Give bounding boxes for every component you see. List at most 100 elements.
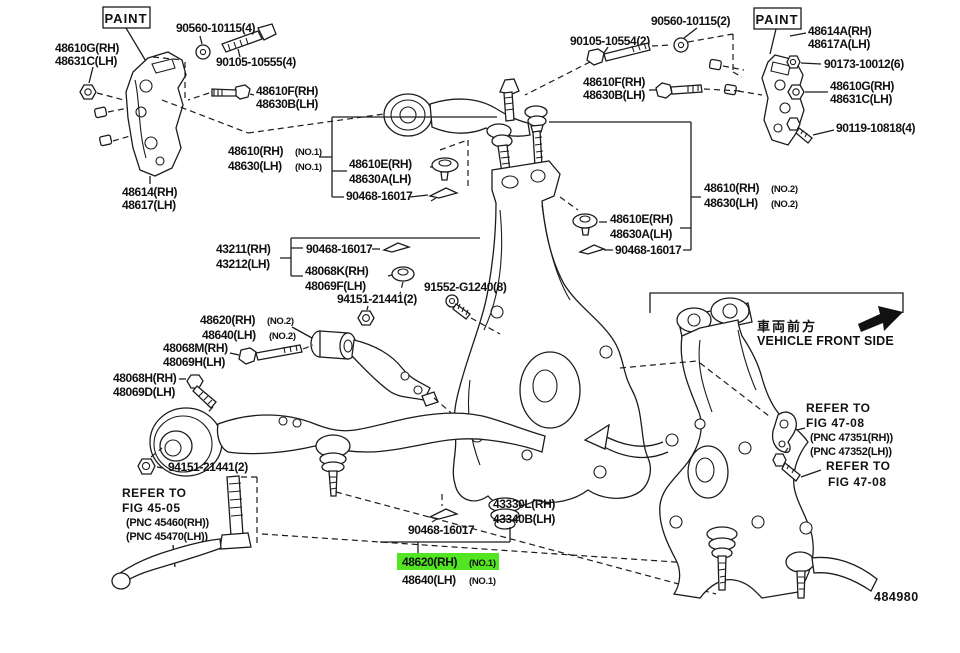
bolt-90105-right [586, 42, 672, 66]
cam-center-dash [439, 140, 469, 188]
refer47a-line2: FIG 47-08 [806, 416, 865, 430]
label-48610f-left-1: 48610F(RH) [256, 84, 318, 98]
label-91552: 91552-G1240(8) [424, 280, 507, 294]
refer47a-line3: (PNC 47351(RH)) [810, 432, 894, 444]
label-48620-no1-2s: (NO.1) [469, 576, 496, 587]
refer45-line4: (PNC 45470(LH)) [126, 531, 208, 543]
highlight-rect [397, 553, 499, 570]
label-90105-left: 90105-10555(4) [216, 55, 296, 69]
label-48610g-right-1: 48610G(RH) [830, 79, 894, 93]
steering-knuckle-main [452, 160, 651, 530]
label-90468-a: 90468-16017 [346, 189, 413, 203]
label-90560-right: 90560-10115(2) [651, 14, 731, 28]
label-48610-no1-2s: (NO.1) [295, 162, 322, 173]
leader-90105-right-to-arm [524, 61, 591, 96]
bolt-90105-left [221, 23, 277, 58]
label-48614a-2: 48617A(LH) [808, 37, 870, 51]
label-48610-no1-2: 48630(LH) [228, 159, 282, 173]
refer45-line2: FIG 45-05 [122, 501, 181, 515]
refer47b-line2: FIG 47-08 [828, 475, 887, 489]
leader-washer-right [687, 33, 743, 78]
label-48614-2: 48617(LH) [122, 198, 176, 212]
clamp-47351 [619, 360, 806, 454]
cam-washer-center [431, 157, 459, 181]
bolt-48068m-shape [229, 344, 314, 365]
label-90119: 90119-10818(4) [836, 121, 916, 135]
clips-left [93, 106, 131, 147]
label-48620-no1-2: 48640(LH) [402, 573, 456, 587]
label-48614a-1: 48614A(RH) [808, 24, 872, 38]
label-48068h-1: 48068H(RH) [113, 371, 177, 385]
label-48610g-right-2: 48631C(LH) [830, 92, 892, 106]
label-48610-no2-1: 48610(RH) [704, 181, 759, 195]
vehicle-front-en: VEHICLE FRONT SIDE [757, 334, 894, 348]
label-48610e-center-1: 48610E(RH) [349, 157, 412, 171]
label-48620-no2-1: 48620(RH) [200, 313, 255, 327]
refer45-line1: REFER TO [122, 486, 186, 500]
bolt-90119-shape [786, 117, 835, 144]
leader-bracket-left-a [152, 56, 184, 61]
bracket-48614-left [125, 51, 187, 177]
bolt-47-08 [772, 447, 822, 482]
highlighted-part-label: 48620(RH) (NO.1) 48640(LH) (NO.1) [397, 553, 499, 587]
vehicle-front-jp: 車両前方 [757, 319, 817, 334]
refer47a-line1: REFER TO [806, 401, 870, 415]
compression-arm-no2 [291, 326, 465, 425]
label-90105-right: 90105-10554(2) [570, 34, 650, 48]
cam-washer-right [572, 213, 598, 236]
tie-rod-end-left [111, 475, 258, 590]
label-48610g-left-2: 48631C(LH) [55, 54, 117, 68]
washer-48068k-shape [391, 266, 415, 295]
label-90468-d: 90468-16017 [408, 523, 475, 537]
label-90468-b: 90468-16017 [615, 243, 682, 257]
label-48610f-left-2: 48630B(LH) [256, 97, 318, 111]
reference-arrow [583, 423, 669, 459]
label-48620-no1-1: 48620(RH) [402, 555, 457, 569]
figure-code: 484980 [874, 590, 919, 604]
refer47a-line4: (PNC 47352(LH)) [810, 446, 892, 458]
label-48620-no2-2s: (NO.2) [269, 331, 296, 342]
upper-arm-ball-stud-a [486, 123, 513, 174]
label-90560-left: 90560-10115(4) [176, 21, 256, 35]
refer47b-line1: REFER TO [826, 459, 890, 473]
nut-94151-b-shape [137, 447, 164, 475]
steering-knuckle-reference [659, 297, 878, 599]
label-48610e-center-2: 48630A(LH) [349, 172, 411, 186]
label-48610-no1-1s: (NO.1) [295, 147, 322, 158]
washer-90560-left [195, 35, 211, 60]
label-48068m-2: 48069H(LH) [163, 355, 225, 369]
label-90173: 90173-10012(6) [824, 57, 904, 71]
bracket-lines-bottom [380, 494, 511, 553]
paint-label-left: PAINT [104, 11, 147, 26]
paint-callout-right: PAINT [753, 7, 802, 55]
label-48610-no2-2: 48630(LH) [704, 196, 758, 210]
refer45-line3: (PNC 45460(RH)) [126, 517, 210, 529]
label-48620-no1-1s: (NO.1) [469, 558, 496, 569]
clip-d-shape [428, 508, 459, 523]
vehicle-front-arrow [858, 306, 903, 332]
label-48620-no2-1s: (NO.2) [267, 316, 294, 327]
clip-c-shape [382, 242, 412, 253]
label-48610-no2-2s: (NO.2) [771, 199, 798, 210]
label-43211-2: 43212(LH) [216, 257, 270, 271]
label-48620-no2-2: 48640(LH) [202, 328, 256, 342]
label-94151-a: 94151-21441(2) [337, 292, 417, 306]
leader-bracket-left-c [161, 99, 249, 134]
label-43330l-1: 43330L(RH) [493, 497, 555, 511]
label-48068h-2: 48069D(LH) [113, 385, 175, 399]
bracket-lines-43211 [280, 237, 480, 277]
nut-48610g-left [79, 66, 125, 101]
label-48068k-2: 48069F(LH) [305, 279, 366, 293]
bolt-48610f-right [649, 82, 742, 99]
link-dash-balljoint [335, 491, 717, 595]
lower-arm-balljoint [315, 434, 351, 497]
upper-arm-ball-stud-b [524, 105, 548, 168]
label-48068k-1: 48068K(RH) [305, 264, 369, 278]
leader-48614a [789, 32, 807, 37]
reference-tie-rod [785, 551, 878, 599]
label-48610e-right-2: 48630A(LH) [610, 227, 672, 241]
clip-b-shape [578, 244, 606, 255]
upper-control-arm-no1 [383, 78, 548, 174]
label-94151-b: 94151-21441(2) [168, 460, 248, 474]
